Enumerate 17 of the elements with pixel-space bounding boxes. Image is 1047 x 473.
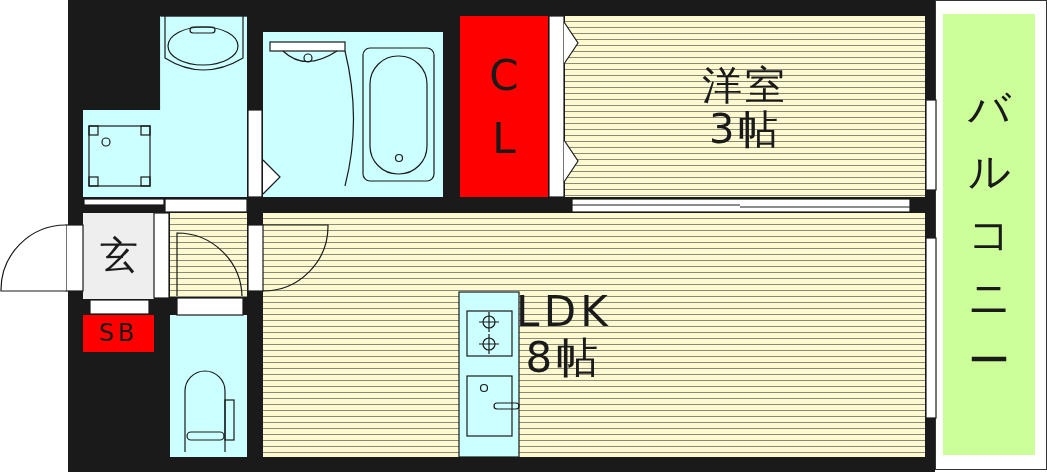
room-label: CL <box>488 49 520 165</box>
room-label: 玄 <box>99 235 138 277</box>
room-label: バルコニー <box>968 83 1010 387</box>
entrance-floor <box>83 213 154 299</box>
room-floor <box>263 213 925 457</box>
balcony-area <box>943 14 1035 455</box>
room-name: LDK <box>516 288 612 335</box>
storage-area <box>83 315 154 352</box>
closet-area <box>460 16 548 197</box>
bathroom-floor <box>263 32 443 197</box>
hallway-floor <box>170 213 247 297</box>
room-size: 8帖 <box>525 335 603 382</box>
room-size: 3帖 <box>709 106 781 151</box>
room-floor <box>565 16 925 197</box>
room-name: 洋室 <box>701 62 789 107</box>
toilet-room-floor <box>170 315 247 457</box>
room-label: SB <box>99 320 138 347</box>
